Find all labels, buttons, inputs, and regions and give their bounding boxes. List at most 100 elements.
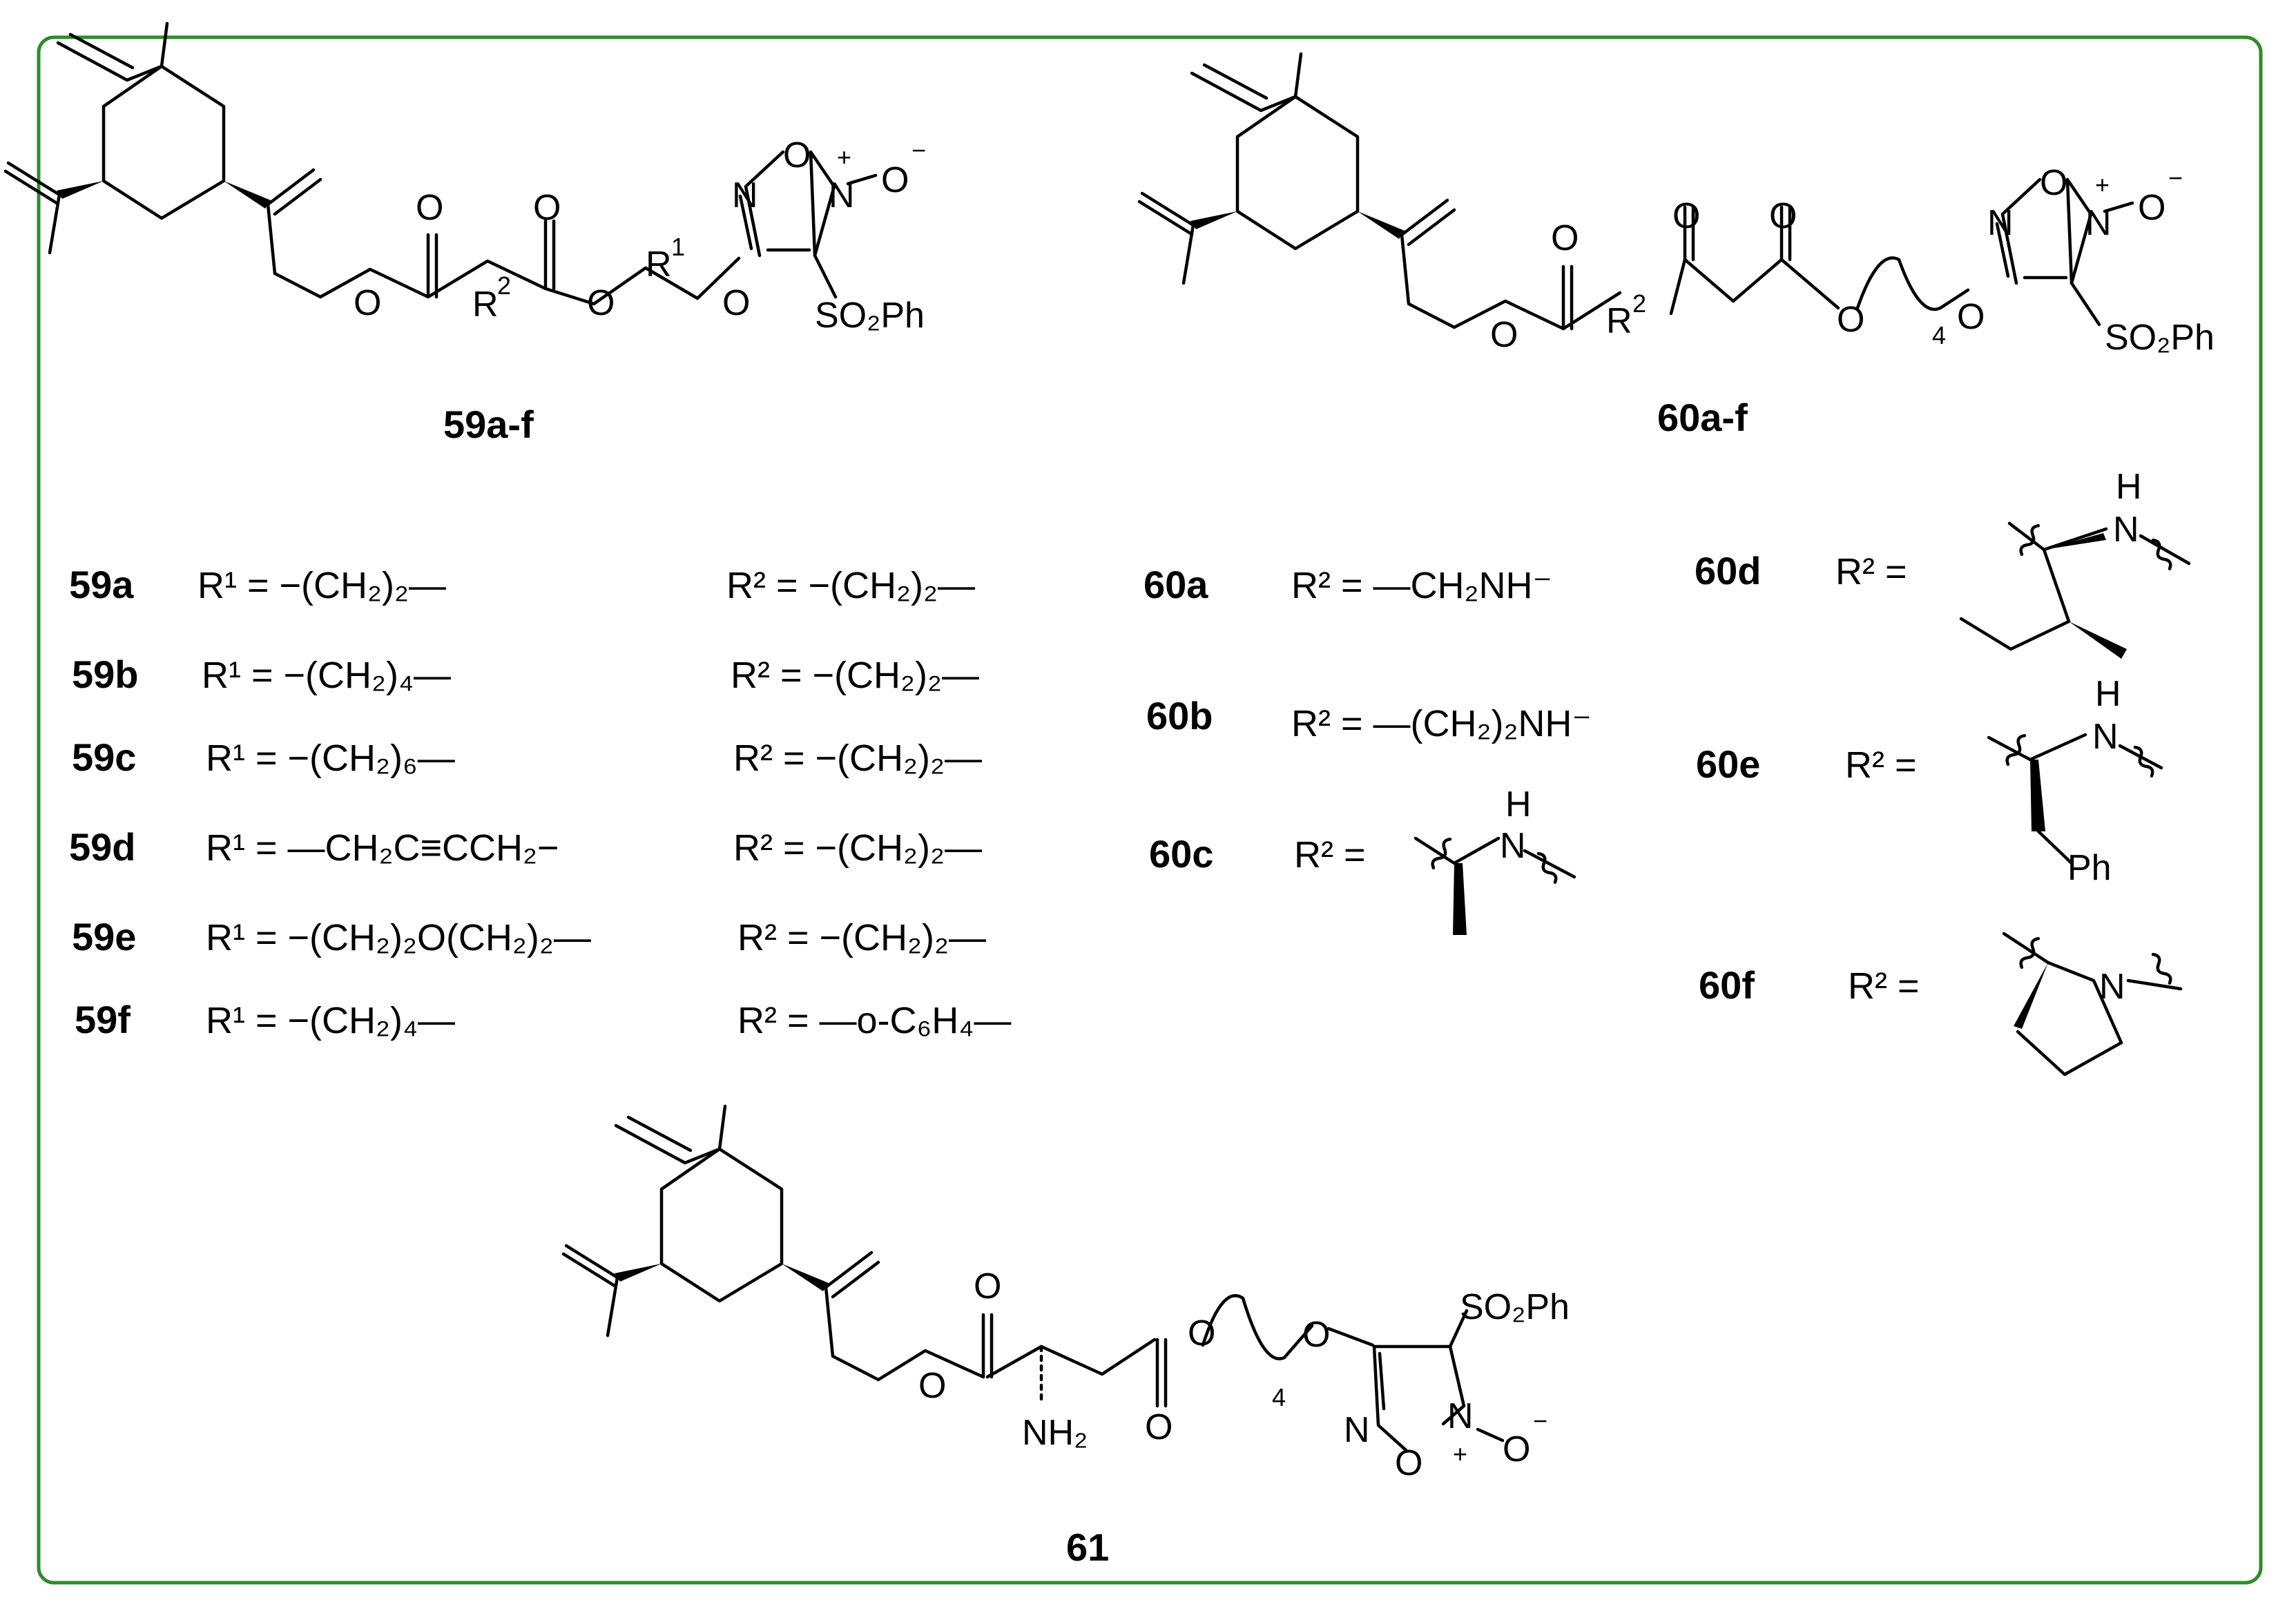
atom-n3-59: N — [732, 175, 758, 215]
row-60b-r2: R² = —(CH₂)₂NH⁻ — [1291, 703, 1592, 744]
atom-o-exo-60: O — [2138, 188, 2165, 228]
table-60: 60a R² = —CH₂NH⁻ 60b R² = —(CH₂)₂NH⁻ 60c… — [1144, 549, 1920, 1007]
row-59c-id: 59c — [72, 735, 136, 779]
wavy-bond-60e-1 — [2005, 734, 2028, 766]
row-59e-id: 59e — [72, 915, 136, 958]
row-59b-r1: R¹ = −(CH₂)₄— — [202, 655, 451, 696]
atom-o-carbonyl2-61: O — [1145, 1407, 1173, 1447]
row-59d-r1: R¹ = —CH₂C≡CCH₂− — [206, 827, 559, 869]
frame-border — [37, 35, 2263, 1585]
row-60d-r2: R² = — [1835, 551, 1907, 592]
table-59: 59a R¹ = −(CH₂)₂— R² = −(CH₂)₂— 59b R¹ =… — [69, 563, 1011, 1041]
chain-count-61: 4 — [1272, 1383, 1286, 1411]
charge-minus-60: − — [2168, 164, 2183, 192]
row-59b-id: 59b — [72, 653, 139, 696]
atom-o-ester1: O — [354, 283, 381, 323]
atom-n2-59: N — [829, 175, 855, 215]
row-60b-id: 60b — [1146, 694, 1213, 737]
compound-label-60: 60a-f — [1657, 396, 1748, 439]
atom-h-60e: H — [2095, 674, 2121, 714]
fragment-60d: N H — [1959, 467, 2191, 659]
atom-o-exo-61: O — [1503, 1429, 1530, 1469]
atom-o-ketone-60: O — [1672, 196, 1700, 236]
row-59e-r2: R² = −(CH₂)₂— — [737, 917, 986, 958]
atom-o-ether-60: O — [1957, 297, 1985, 337]
row-59b-r2: R² = −(CH₂)₂— — [731, 655, 979, 696]
atom-r2-sup-60: 2 — [1632, 289, 1646, 318]
row-59e-r1: R¹ = −(CH₂)₂O(CH₂)₂— — [206, 917, 591, 958]
wavy-bond-60f-1 — [2019, 937, 2042, 970]
atom-o-ether-61: O — [1302, 1315, 1330, 1355]
fragment-60f: N — [2002, 932, 2183, 1077]
atom-r1-sup-59: 1 — [671, 233, 685, 261]
atom-h-60d: H — [2116, 467, 2142, 507]
atom-o-carbonyl1-61: O — [974, 1266, 1001, 1306]
chain-count-60: 4 — [1932, 321, 1946, 349]
wavy-bond-60f-2 — [2150, 953, 2173, 985]
row-59a-r2: R² = −(CH₂)₂— — [726, 565, 975, 606]
row-60e-id: 60e — [1696, 742, 1760, 786]
atom-n3-61: N — [1344, 1410, 1370, 1450]
charge-minus-61: − — [1533, 1407, 1547, 1435]
atom-o-ester1-60: O — [1490, 315, 1518, 355]
compound-label-61: 61 — [1066, 1525, 1109, 1569]
atom-n2-60: N — [2085, 203, 2112, 243]
terpene-core-59 — [6, 23, 320, 297]
structure-60: O O R 2 O O O 4 O N O N + O − SO₂Ph — [1139, 54, 2215, 358]
row-60a-id: 60a — [1144, 563, 1208, 606]
atom-n-60e: N — [2092, 717, 2119, 757]
structure-59: O O R 2 O O R 1 O N O N + O − SO₂Ph — [6, 23, 926, 336]
atom-o-carbonyl2-60: O — [1769, 196, 1797, 236]
atom-h-60c: H — [1505, 784, 1532, 824]
atom-o-ester2-60: O — [1837, 300, 1864, 340]
atom-n-60d: N — [2113, 510, 2139, 550]
row-59a-id: 59a — [69, 563, 134, 606]
row-59a-r1: R¹ = −(CH₂)₂— — [197, 565, 446, 606]
row-59f-id: 59f — [75, 998, 131, 1041]
atom-o-ether-59: O — [722, 283, 750, 323]
atom-o-carbonyl2: O — [533, 188, 561, 228]
atom-o-carbonyl1: O — [416, 188, 443, 228]
atom-nh2-61: NH₂ — [1022, 1413, 1088, 1453]
atom-o-ring-60: O — [2040, 163, 2067, 203]
atom-o-ester2: O — [587, 283, 615, 323]
atom-so2ph-59: SO₂Ph — [815, 296, 925, 336]
atom-so2ph-61: SO₂Ph — [1460, 1287, 1570, 1327]
terpene-core-61 — [563, 1106, 878, 1380]
atom-n3-60: N — [1987, 203, 2014, 243]
fragment-60e: N H Ph — [1987, 674, 2163, 888]
atom-r2-sup-59: 2 — [497, 271, 511, 300]
row-60c-id: 60c — [1149, 832, 1213, 876]
row-59c-r2: R² = −(CH₂)₂— — [733, 737, 982, 779]
charge-minus-59: − — [911, 136, 926, 164]
atom-r2-60: R — [1606, 301, 1632, 341]
atom-o-ring-61: O — [1395, 1443, 1422, 1483]
atom-so2ph-60: SO₂Ph — [2105, 318, 2215, 358]
atom-n-60f: N — [2099, 967, 2125, 1007]
atom-n2-61: N — [1447, 1396, 1474, 1436]
compound-label-59: 59a-f — [443, 403, 534, 446]
atom-n-60c: N — [1500, 826, 1526, 866]
structure-61: O O NH₂ O O 4 O SO₂Ph N N + O O − — [563, 1106, 1570, 1483]
terpene-core-60 — [1139, 54, 1454, 327]
row-60f-id: 60f — [1699, 963, 1755, 1007]
row-59f-r1: R¹ = −(CH₂)₄— — [206, 1000, 455, 1041]
row-59d-r2: R² = −(CH₂)₂— — [733, 827, 982, 869]
atom-o-carbonyl1-60: O — [1551, 218, 1579, 258]
row-60a-r2: R² = —CH₂NH⁻ — [1291, 565, 1552, 606]
fragment-60c: N H — [1414, 784, 1576, 935]
atom-o-ring-59: O — [783, 135, 811, 175]
atom-o-ester1-61: O — [918, 1366, 946, 1406]
row-59f-r2: R² = —o-C₆H₄— — [737, 1000, 1011, 1041]
charge-plus-60: + — [2095, 171, 2110, 199]
row-60d-id: 60d — [1695, 549, 1762, 592]
atom-o-ester2-61: O — [1188, 1313, 1215, 1353]
atom-o-exo-59: O — [881, 160, 909, 200]
atom-r2-59: R — [472, 284, 499, 325]
atom-ph-60e: Ph — [2067, 848, 2112, 888]
row-60e-r2: R² = — [1845, 744, 1917, 786]
row-60c-r2: R² = — [1294, 834, 1366, 876]
row-59c-r1: R¹ = −(CH₂)₆— — [206, 737, 455, 779]
